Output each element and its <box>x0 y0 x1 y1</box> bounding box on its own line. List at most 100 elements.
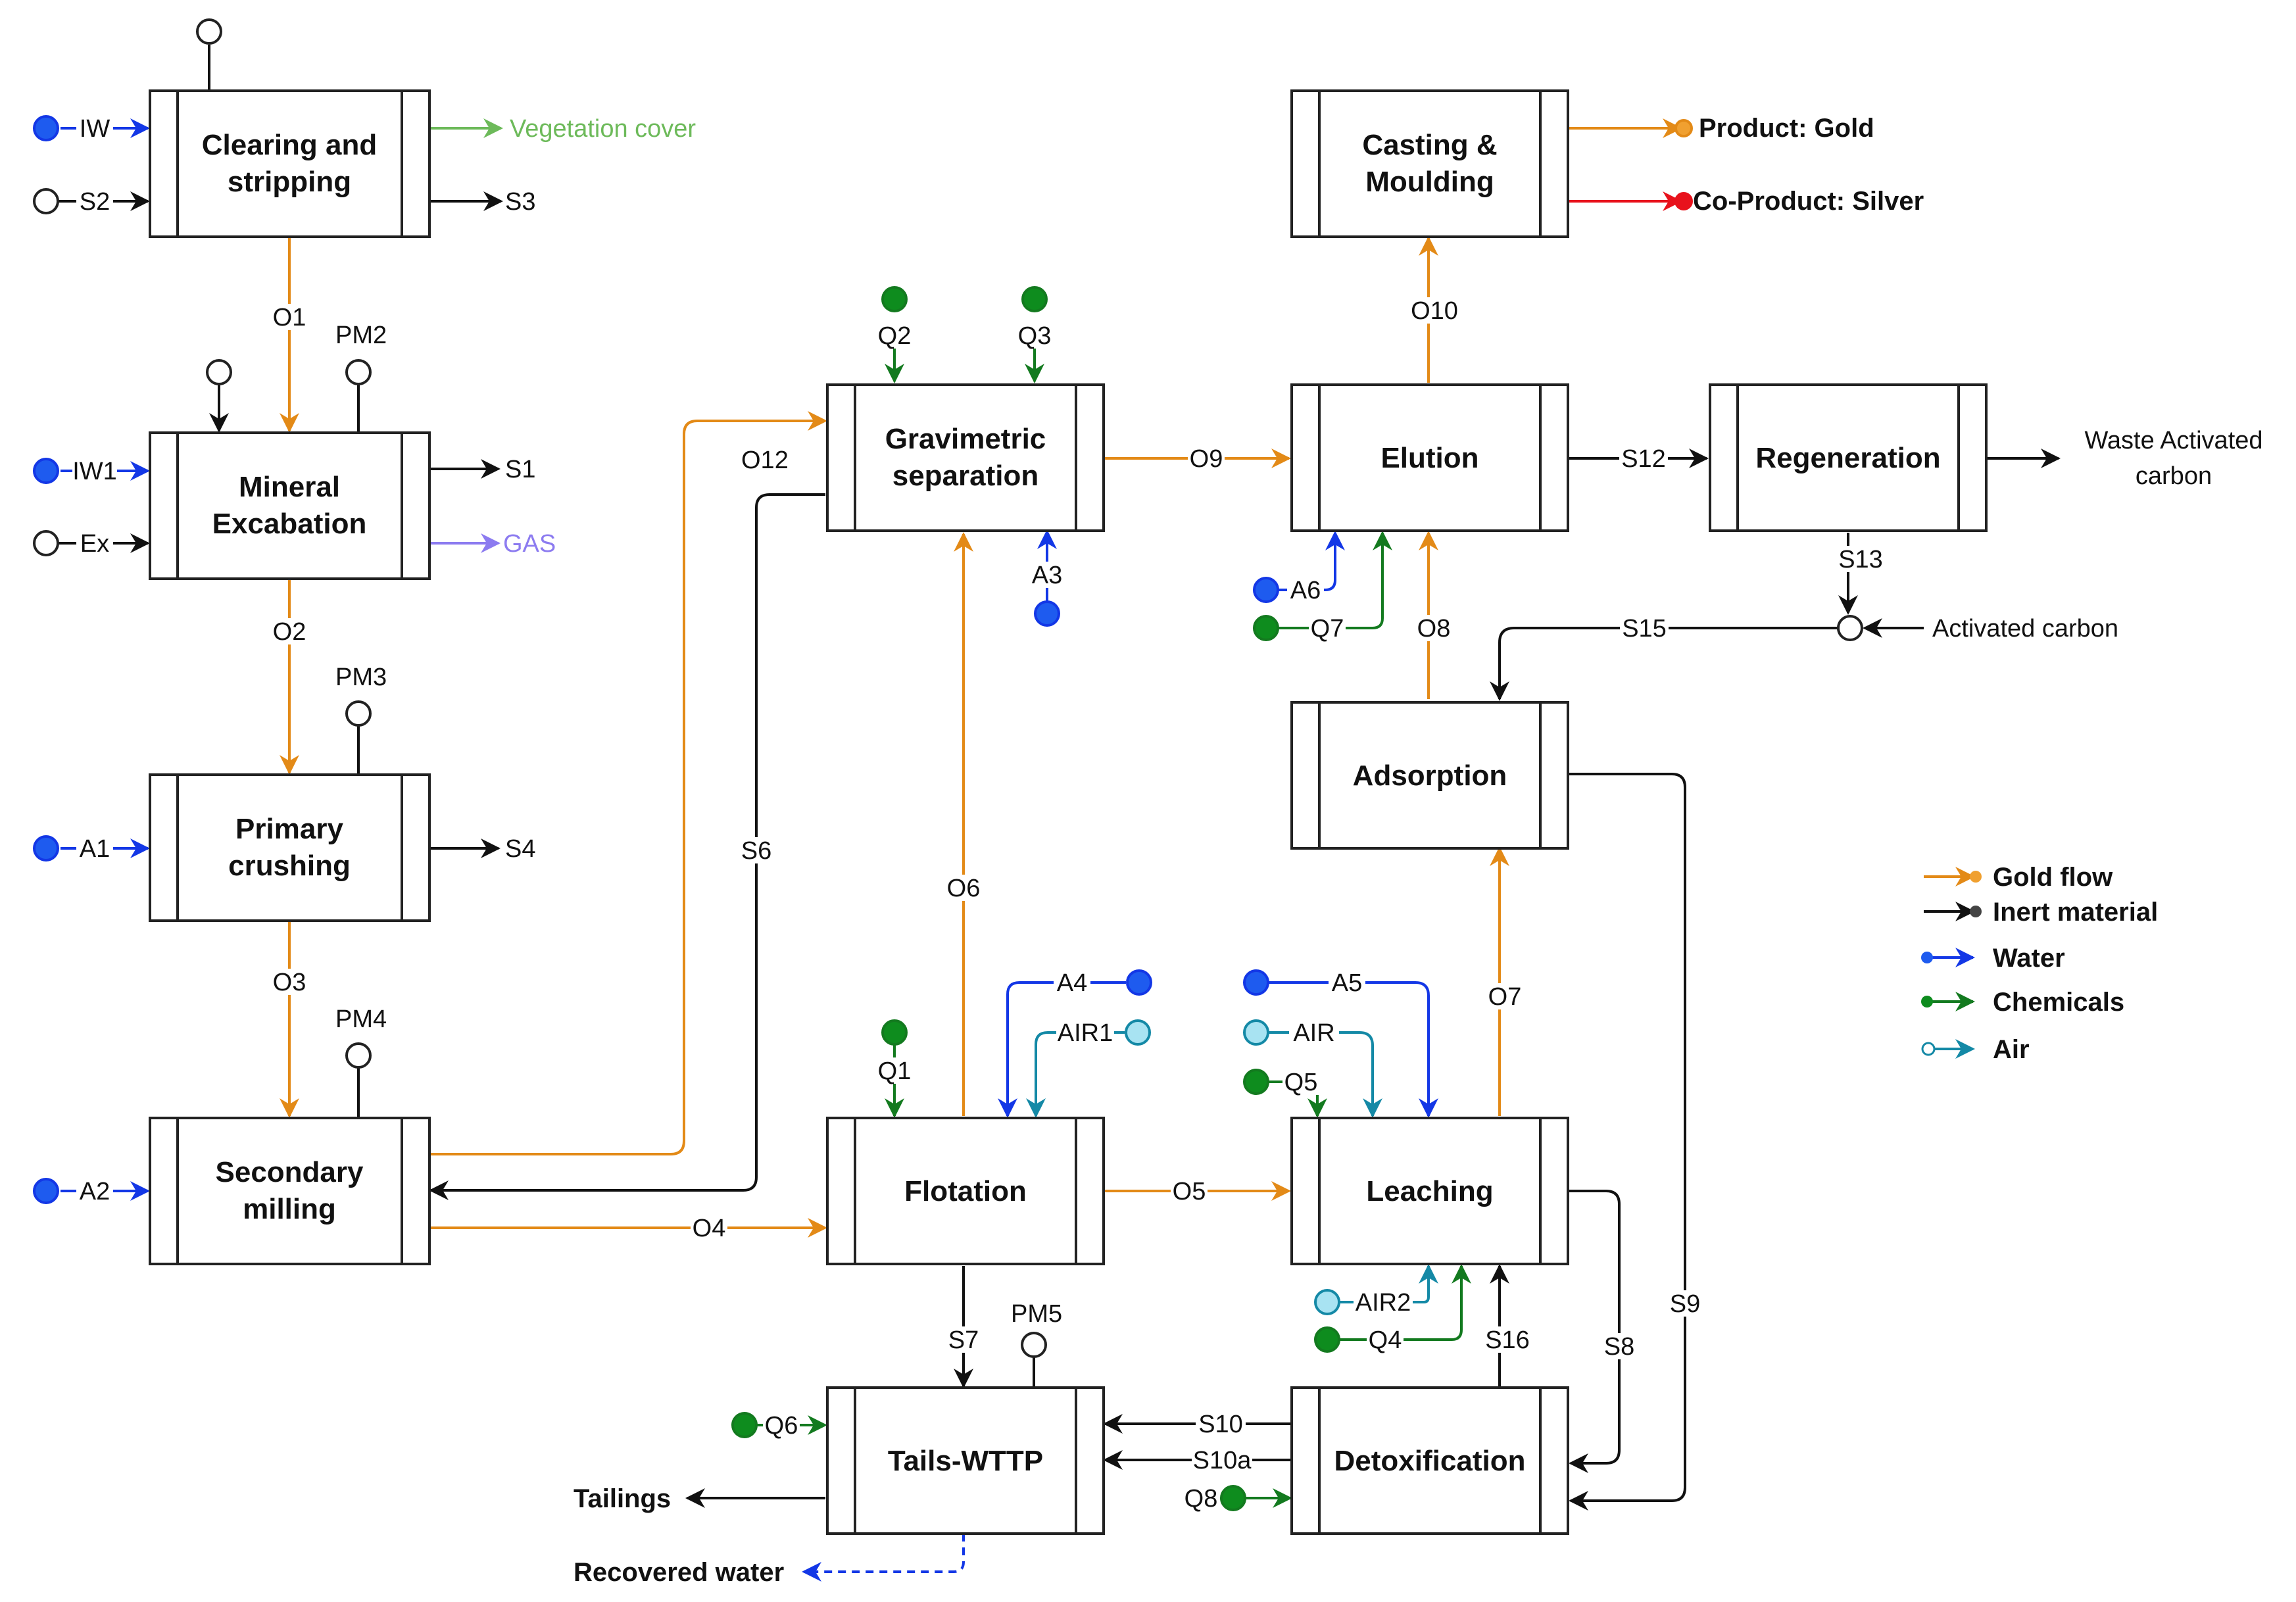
legend-chemicals-label: Chemicals <box>1993 988 2124 1017</box>
lbl-waste-ac-2: carbon <box>2136 462 2212 490</box>
label-primary-1: Primary <box>235 813 343 845</box>
lbl-o10: O10 <box>1411 297 1458 325</box>
lbl-pm2: PM2 <box>335 322 387 349</box>
box-primary <box>149 773 431 922</box>
label-detox: Detoxification <box>1334 1445 1526 1477</box>
lbl-o7: O7 <box>1488 983 1522 1011</box>
node-a2 <box>33 1178 59 1204</box>
legend-air-dot <box>1921 1042 1936 1056</box>
lbl-s3: S3 <box>505 188 535 216</box>
process-boxes <box>149 89 1988 1535</box>
label-casting-1: Casting & <box>1362 129 1497 161</box>
lbl-q4: Q4 <box>1369 1326 1402 1354</box>
lbl-ex: Ex <box>80 530 109 558</box>
box-gravimetric <box>826 383 1105 532</box>
lbl-air2: AIR2 <box>1356 1289 1411 1317</box>
legend-inert-dot <box>1970 906 1982 917</box>
lbl-tailings: Tailings <box>574 1484 671 1513</box>
lbl-pm4: PM4 <box>335 1006 387 1033</box>
box-casting <box>1290 89 1569 238</box>
legend-chem-dot <box>1921 996 1933 1007</box>
node-iw <box>33 115 59 141</box>
box-flotation <box>826 1117 1105 1265</box>
flow-a5 <box>1266 981 1438 1118</box>
legend-inert-label: Inert material <box>1993 898 2158 927</box>
node-q8 <box>1220 1485 1246 1511</box>
lbl-a5: A5 <box>1332 969 1362 997</box>
label-secondary-2: milling <box>243 1193 336 1225</box>
inline-labels: IW S2 O1 IW1 Ex O2 A1 O3 A2 O4 S6 Q2 Q3 <box>72 115 1885 1513</box>
label-clearing-2: stripping <box>228 166 351 198</box>
flow-s9 <box>1569 773 1686 1511</box>
node-q2 <box>881 286 908 312</box>
label-mineral-2: Excabation <box>212 508 367 540</box>
lbl-o6: O6 <box>947 875 981 902</box>
box-tails <box>826 1386 1105 1535</box>
lbl-recovered-water: Recovered water <box>574 1558 784 1587</box>
flow-air <box>1267 1031 1382 1118</box>
lbl-air: AIR <box>1293 1019 1334 1047</box>
node-a3 <box>1034 600 1060 627</box>
node-pm2 <box>345 359 372 385</box>
lbl-s7: S7 <box>948 1326 979 1354</box>
box-leaching <box>1290 1117 1569 1265</box>
node-co-product <box>1674 192 1693 210</box>
label-clearing-1: Clearing and <box>202 129 378 161</box>
lbl-a4: A4 <box>1057 969 1087 997</box>
lbl-o2: O2 <box>273 618 306 646</box>
node-q6 <box>731 1412 758 1438</box>
label-elution: Elution <box>1380 442 1478 474</box>
node-a5 <box>1243 969 1269 996</box>
node-pm1 <box>196 18 222 45</box>
label-adsorption: Adsorption <box>1353 760 1507 792</box>
node-q3 <box>1021 286 1048 312</box>
lbl-veg: Vegetation cover <box>510 115 696 143</box>
flow-q7 <box>1266 531 1392 629</box>
lbl-q3: Q3 <box>1018 322 1052 350</box>
flow-air2 <box>1329 1264 1438 1303</box>
flow-s8 <box>1569 1190 1621 1473</box>
lbl-product-gold: Product: Gold <box>1699 114 1874 143</box>
lbl-waste-ac-1: Waste Activated <box>2084 427 2262 454</box>
lbl-o12: O12 <box>741 447 789 474</box>
lbl-a2: A2 <box>80 1178 110 1205</box>
lbl-q8: Q8 <box>1185 1485 1218 1513</box>
lbl-iw1: IW1 <box>72 458 117 485</box>
lbl-a1: A1 <box>80 835 110 863</box>
label-primary-2: crushing <box>228 850 351 882</box>
flow-s15 <box>1490 627 1838 701</box>
node-q4 <box>1314 1326 1340 1353</box>
lbl-a3: A3 <box>1032 562 1062 589</box>
flow-q4 <box>1329 1264 1471 1341</box>
node-a4 <box>1126 969 1152 996</box>
lbl-o3: O3 <box>273 969 306 996</box>
lbl-o9: O9 <box>1190 445 1223 473</box>
lbl-a6: A6 <box>1290 577 1321 604</box>
lbl-s8: S8 <box>1604 1333 1634 1361</box>
flow-a6 <box>1266 531 1345 591</box>
lbl-s6: S6 <box>741 837 771 865</box>
lbl-o5: O5 <box>1173 1178 1206 1205</box>
lbl-s13: S13 <box>1838 546 1883 573</box>
label-regeneration: Regeneration <box>1755 442 1940 474</box>
node-pm3 <box>345 700 372 727</box>
lbl-o4: O4 <box>693 1215 726 1242</box>
box-detox <box>1290 1386 1569 1535</box>
box-mineral <box>149 431 431 580</box>
node-a6 <box>1253 577 1279 603</box>
lbl-q7: Q7 <box>1311 615 1344 643</box>
node-ex <box>33 530 59 556</box>
legend: Gold flow Inert material Water Chemicals… <box>1993 863 2158 1064</box>
legend-water-label: Water <box>1993 944 2065 973</box>
lbl-s1: S1 <box>505 456 535 483</box>
node-pm5 <box>1021 1332 1047 1358</box>
box-clearing <box>149 89 431 238</box>
lbl-q5: Q5 <box>1284 1069 1318 1096</box>
lbl-o8: O8 <box>1417 615 1451 643</box>
node-air <box>1243 1019 1269 1046</box>
lbl-air1: AIR1 <box>1058 1019 1113 1047</box>
node-mineral-top <box>206 359 232 385</box>
node-air1 <box>1125 1019 1151 1046</box>
box-secondary <box>149 1117 431 1265</box>
